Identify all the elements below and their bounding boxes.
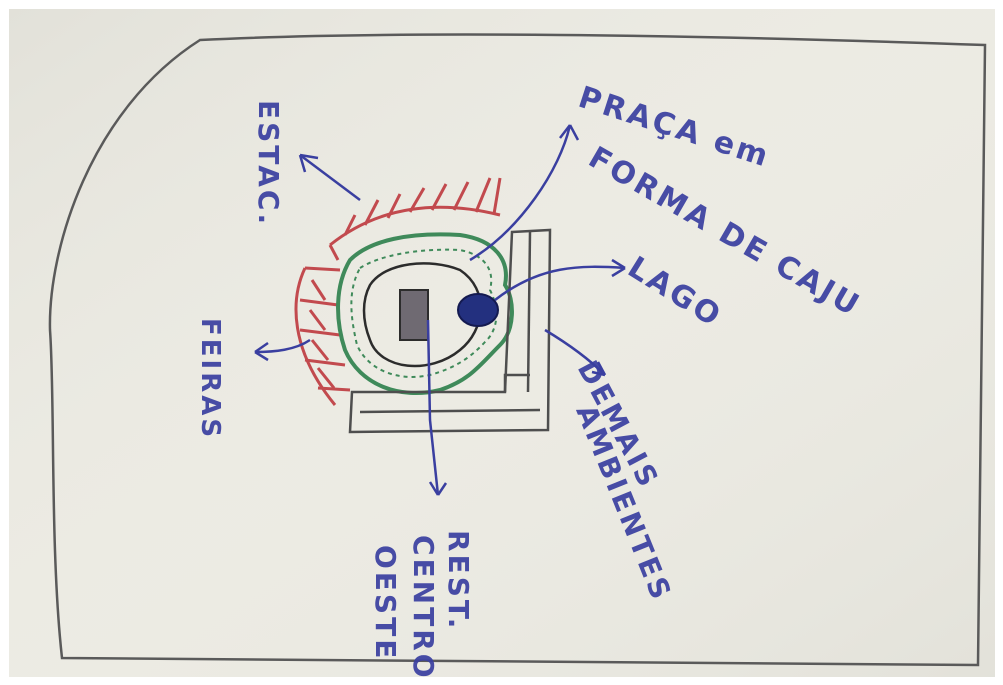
label-rest-line2: CENTRO bbox=[407, 535, 440, 681]
lake bbox=[458, 294, 498, 326]
label-rest-line1: REST. bbox=[442, 530, 475, 631]
label-rest-line3: OESTE bbox=[369, 545, 402, 661]
restaurant-block bbox=[400, 290, 428, 340]
label-estac: ESTAC. bbox=[252, 100, 285, 227]
label-feiras: FEIRAS bbox=[195, 318, 225, 440]
